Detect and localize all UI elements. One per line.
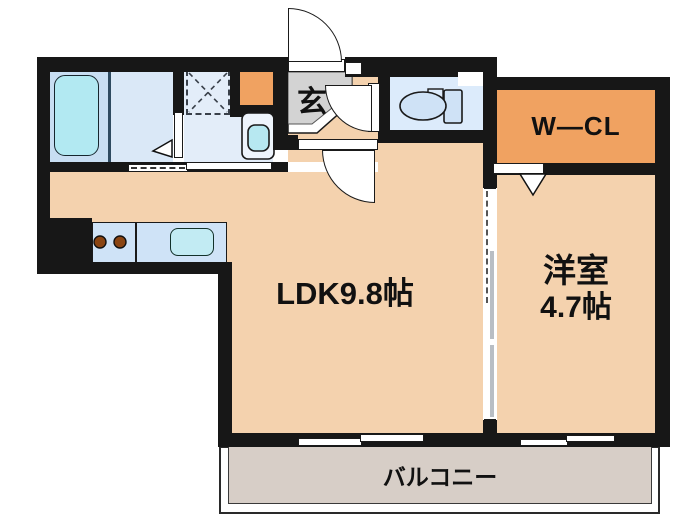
wall-toilet-left [378,57,390,142]
wall-ldk-left [218,262,232,447]
balcony-floor: バルコニー [228,446,652,504]
bathtub [54,75,99,156]
washing-machine-space [186,70,230,115]
partition-sliding-door [484,188,496,420]
room-ldk-floor-east [378,143,483,172]
wall-right [655,77,670,447]
sanitary-sliding-door-left [128,164,188,172]
room-ldk-floor-main [232,262,483,433]
western-window-panel-2 [566,435,615,442]
hall-door-opening [298,139,378,150]
wall-genkan-left [273,57,288,150]
wall-top-left [37,57,288,72]
toilet-corner-notch [458,72,483,86]
washroom-door-leaf [174,112,183,158]
room-western-floor [497,175,655,433]
wall-wcl-top [483,77,670,90]
kitchen-counter-divider [135,222,137,265]
genkan-label: 玄 [297,86,327,119]
entrance-jamb [345,62,362,75]
sanitary-sliding-door-right [186,162,272,170]
wcl-door-opening [493,163,544,174]
balcony-label: バルコニー [382,463,498,490]
ldk-label: LDK9.8帖 [276,275,414,311]
wcl-label: W—CL [531,111,621,141]
entrance-door-swing [288,8,342,62]
western-room-size: 4.7帖 [540,291,612,324]
ldk-window-panel-1 [298,438,362,446]
western-window-panel-1 [520,439,568,446]
wall-partition-top [483,57,497,188]
wall-hall-stub [273,135,298,150]
western-room-name: 洋室 [543,252,609,289]
room-washroom [111,72,173,162]
wall-toilet-bottom [378,130,493,143]
wall-washroom-sanitary [173,72,184,115]
ldk-window-panel-2 [360,434,424,442]
room-walk-in-closet [497,90,655,163]
kitchen-sink [170,228,214,256]
utility-box [240,68,273,105]
western-room-label: 洋室 4.7帖 [497,252,655,326]
bathroom-divider-wall [108,72,111,162]
wall-kitchen-bottom [37,262,232,274]
